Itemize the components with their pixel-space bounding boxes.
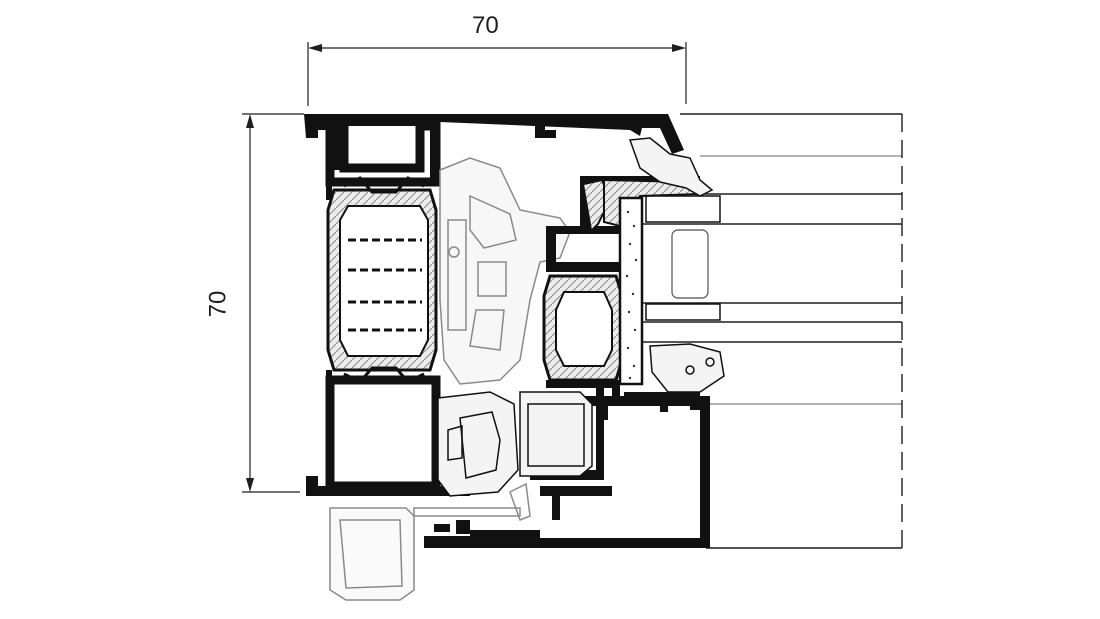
glazing-unit [640, 113, 903, 549]
dimension-height [242, 113, 304, 493]
hardware-channel [437, 391, 593, 497]
glazing-gaskets [628, 137, 725, 393]
thermal-break-sash [542, 178, 703, 382]
height-dimension-label: 70 [204, 290, 232, 318]
glazing-spacer [618, 195, 721, 386]
dimension-width [307, 42, 687, 106]
bottom-seal [329, 482, 531, 601]
width-dimension-label: 70 [472, 12, 499, 39]
insulation-insert [439, 157, 571, 385]
thermal-break-frame [326, 176, 438, 384]
